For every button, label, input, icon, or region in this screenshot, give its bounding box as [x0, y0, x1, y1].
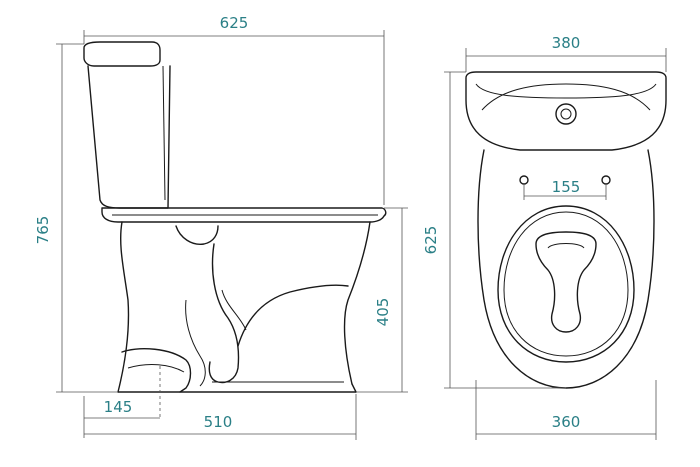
trap-weir: [237, 284, 349, 347]
trap-channel: [175, 225, 219, 245]
seat-inner: [497, 205, 635, 363]
flush-button-inner: [560, 108, 572, 120]
dim-top-bowl-width: 360: [552, 413, 581, 431]
tank-top: [465, 71, 667, 151]
bowl-opening-inner: [547, 243, 585, 249]
dim-top-tank-width: 380: [552, 34, 581, 52]
trap-inner-2: [221, 289, 247, 331]
tank-body: [87, 65, 171, 209]
tank-front-edge: [162, 65, 166, 201]
flush-button-outer: [555, 103, 577, 125]
trap-riser: [208, 243, 240, 384]
dim-side-base-length: 510: [204, 413, 233, 431]
dim-top-hole-spacing: 155: [552, 178, 581, 196]
outlet-opening: [127, 364, 185, 373]
side-view: 625 765 405 145 510: [34, 14, 408, 440]
tank-top-inner: [475, 83, 657, 99]
dim-side-outlet-offset: 145: [104, 398, 133, 416]
dim-side-total-length: 625: [220, 14, 249, 32]
dim-side-seat-height: 405: [374, 298, 392, 327]
outlet-horn: [121, 348, 192, 393]
seat-rim: [101, 207, 387, 223]
dim-side-total-height: 765: [34, 216, 52, 245]
tank-top-curve: [481, 83, 651, 111]
seat-inner-2: [503, 211, 629, 357]
bowl-opening: [535, 231, 597, 333]
trap-inner: [185, 299, 206, 387]
tank-lid: [83, 41, 161, 67]
base-front-foot: [351, 383, 357, 393]
bowl-front: [343, 221, 371, 385]
mounting-hole-left: [519, 175, 529, 185]
mounting-hole-right: [601, 175, 611, 185]
dim-top-depth: 625: [422, 226, 440, 255]
top-view: 380 625 155 360: [422, 34, 667, 440]
pedestal-back: [117, 221, 130, 393]
